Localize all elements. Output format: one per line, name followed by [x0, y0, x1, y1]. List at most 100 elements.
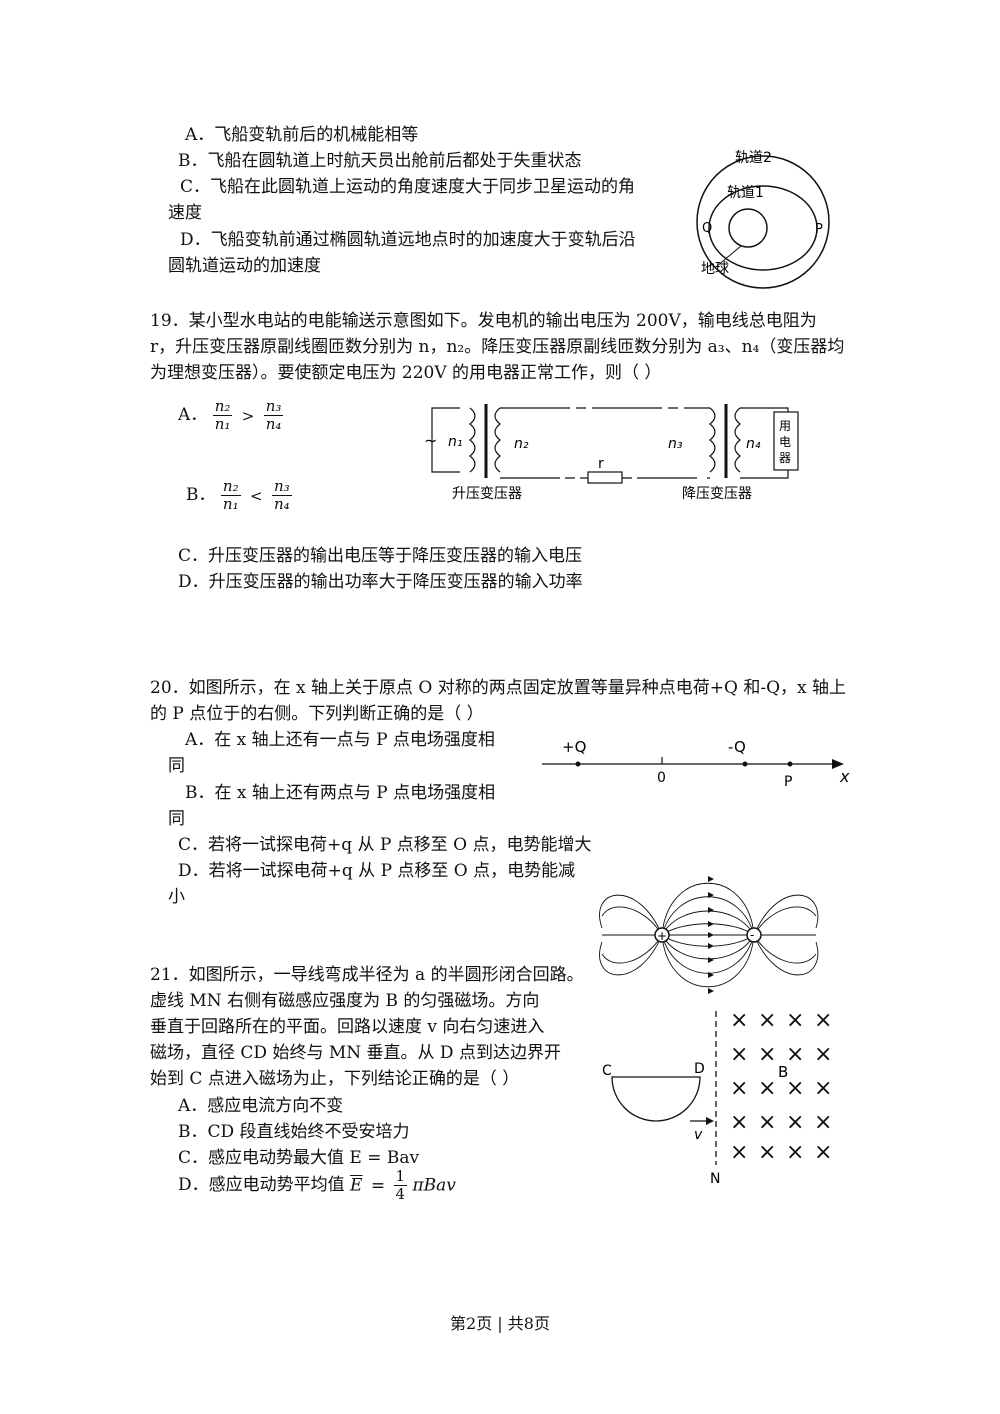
- point-c-label: C: [602, 1063, 612, 1079]
- orbit-1-label: 轨道1: [727, 185, 764, 201]
- resistor-label: r: [598, 456, 604, 472]
- point-p-label: P: [784, 774, 792, 790]
- frac-num: n₂: [212, 397, 233, 416]
- plus-q-label: +Q: [562, 738, 586, 756]
- coil-n1: [469, 407, 476, 473]
- earth-circle: [728, 208, 768, 248]
- point-p-dot: [787, 761, 793, 767]
- positive-charge: [654, 927, 670, 943]
- x-axis-charges-figure: +Q -Q 0 P x: [542, 738, 850, 790]
- average-emf-symbol: E: [350, 1175, 363, 1196]
- comparison-sign: >: [241, 406, 255, 425]
- q20-option-d: D．若将一试探电荷+q 从 P 点移至 O 点，电势能减: [178, 861, 576, 881]
- frac-num: n₃: [263, 397, 284, 416]
- cross: ×: [758, 1076, 776, 1101]
- q21-option-c: C．感应电动势最大值 E = Bav: [178, 1148, 420, 1168]
- step-down-label: 降压变压器: [682, 486, 752, 502]
- cross: ×: [786, 1042, 804, 1067]
- frac-den: n₁: [222, 495, 239, 513]
- q20-option-b: B．在 x 轴上还有两点与 P 点电场强度相: [185, 783, 496, 803]
- q19-option-d: D．升压变压器的输出功率大于降压变压器的输入功率: [178, 572, 583, 592]
- frac-den: n₁: [214, 415, 231, 433]
- cross: ×: [814, 1110, 832, 1135]
- q19-stem-line-1: 19．某小型水电站的电能输送示意图如下。发电机的输出电压为 200V，输电线总电…: [150, 311, 817, 331]
- frac-num: 1: [393, 1167, 408, 1186]
- cross: ×: [786, 1076, 804, 1101]
- cross: ×: [758, 1110, 776, 1135]
- n4-label: n₄: [746, 436, 761, 452]
- cross: ×: [814, 1008, 832, 1033]
- q20-option-a-cont: 同: [168, 756, 185, 776]
- orbit-figure: 轨道2 轨道1 Q P 地球: [696, 150, 830, 289]
- q18-option-c: C．飞船在此圆轨道上运动的角度速度大于同步卫星运动的角: [180, 177, 636, 197]
- comparison-sign: <: [250, 486, 263, 505]
- positive-charge-sign: +: [657, 929, 667, 943]
- q21-stem-line-5: 始到 C 点进入磁场为止，下列结论正确的是（ ）: [150, 1069, 520, 1089]
- q19-option-a-label: A．: [178, 405, 208, 425]
- q19-option-c: C．升压变压器的输出电压等于降压变压器的输入电压: [178, 546, 583, 566]
- cross: ×: [786, 1140, 804, 1165]
- frac-num: n₃: [271, 477, 292, 496]
- q21-option-d-label: D．感应电动势平均值: [178, 1175, 345, 1195]
- cross: ×: [814, 1076, 832, 1101]
- negative-charge-sign: -: [750, 928, 754, 942]
- load-char-2: 电: [779, 435, 791, 449]
- q19-stem-line-2: r，升压变压器原副线圈匝数分别为 n，n₂。降压变压器原副线匝数分别为 a₃、n…: [150, 337, 845, 357]
- minus-q-label: -Q: [728, 738, 746, 756]
- cross: ×: [730, 1076, 748, 1101]
- emf-expression: πBav: [412, 1175, 456, 1196]
- cross: ×: [758, 1140, 776, 1165]
- coil-n4: [734, 407, 741, 473]
- orbit-2-label: 轨道2: [735, 150, 772, 166]
- negative-charge: [746, 927, 762, 943]
- q20-stem-line-1: 20．如图所示，在 x 轴上关于原点 O 对称的两点固定放置等量异种点电荷+Q …: [150, 678, 847, 698]
- q21-option-b: B．CD 段直线始终不受安培力: [178, 1122, 410, 1142]
- magnetic-field-crosses: × × × × × × × × × × × × × × × × × × × ×: [730, 1008, 832, 1165]
- cross: ×: [786, 1008, 804, 1033]
- q21-stem-line-3: 垂直于回路所在的平面。回路以速度 v 向右匀速进入: [150, 1017, 545, 1037]
- q21-option-a: A．感应电流方向不变: [178, 1096, 344, 1116]
- source-wire: [431, 407, 460, 473]
- load-char-3: 器: [779, 451, 791, 465]
- load-char-1: 用: [779, 419, 791, 433]
- point-d-label: D: [694, 1061, 705, 1077]
- q18-option-c-cont: 速度: [168, 203, 202, 223]
- load-box: [773, 411, 799, 471]
- page-number: 第2页 | 共8页: [450, 1314, 550, 1333]
- orbit-1-ellipse: [708, 185, 818, 271]
- n3-label: n₃: [668, 436, 683, 452]
- n2-label: n₂: [514, 436, 529, 452]
- cross: ×: [730, 1110, 748, 1135]
- q21-stem-line-4: 磁场，直径 CD 始终与 MN 垂直。从 D 点到达边界开: [150, 1043, 561, 1063]
- dipole-field-lines-figure: + -: [599, 876, 819, 994]
- n1-label: n₁: [448, 434, 463, 450]
- frac-den: n₄: [273, 495, 290, 513]
- earth-leader-line: [716, 245, 742, 267]
- semicircle-loop-field-figure: N C D v × × × × × × × × × × × × × × × × …: [602, 1008, 832, 1187]
- coil-n2: [494, 407, 501, 473]
- step-up-label: 升压变压器: [452, 486, 522, 502]
- q18-option-b: B．飞船在圆轨道上时航天员出舱前后都处于失重状态: [178, 151, 582, 171]
- minus-q-dot: [742, 761, 748, 767]
- cross: ×: [814, 1042, 832, 1067]
- q19-option-b-label: B．: [186, 485, 216, 505]
- cross: ×: [758, 1042, 776, 1067]
- frac-den: n₄: [265, 415, 282, 433]
- plus-q-dot: [575, 761, 581, 767]
- field-b-label: B: [778, 1063, 788, 1081]
- x-axis-arrow: [832, 759, 844, 769]
- cross: ×: [730, 1042, 748, 1067]
- cross: ×: [786, 1110, 804, 1135]
- cross: ×: [758, 1008, 776, 1033]
- q20-option-a: A．在 x 轴上还有一点与 P 点电场强度相: [185, 730, 495, 750]
- ac-source-symbol: ~: [424, 431, 437, 450]
- point-n-label: N: [710, 1171, 720, 1187]
